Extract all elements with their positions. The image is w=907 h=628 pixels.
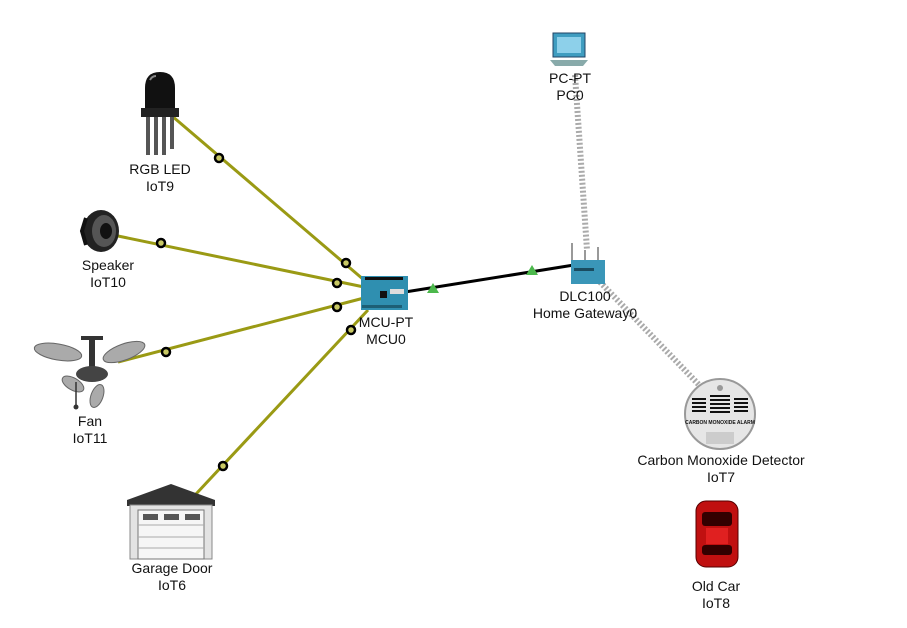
device-name: PC0 — [556, 87, 584, 103]
device-name: IoT10 — [90, 274, 126, 290]
device-name: Home Gateway0 — [532, 305, 638, 321]
device-name: MCU0 — [366, 331, 406, 347]
wireless-link-gateway-co-detector[interactable] — [597, 279, 705, 391]
port-endpoint — [213, 152, 225, 164]
iot-link-led-mcu[interactable] — [171, 114, 365, 282]
port-endpoint — [217, 460, 229, 472]
fan-icon[interactable] — [33, 336, 147, 410]
device-name: IoT8 — [701, 595, 731, 611]
device-name: IoT6 — [157, 577, 186, 593]
link-up-indicator — [427, 283, 439, 293]
port-endpoint — [331, 277, 343, 289]
home-gateway-icon[interactable] — [571, 243, 605, 284]
mcu-board-icon[interactable] — [361, 276, 408, 310]
device-model: Old Car — [691, 578, 741, 594]
port-endpoint — [331, 301, 343, 313]
port-endpoint — [160, 346, 172, 358]
pc-icon[interactable] — [550, 32, 588, 66]
port-endpoint — [345, 324, 357, 336]
link-up-indicator — [526, 265, 538, 275]
device-name: IoT11 — [72, 430, 108, 446]
device-name: IoT7 — [706, 469, 735, 485]
device-model: Garage Door — [131, 560, 213, 576]
port-endpoint — [155, 237, 167, 249]
device-model: MCU-PT — [358, 314, 414, 330]
iot-link-fan-mcu[interactable] — [117, 296, 365, 364]
device-model: Carbon Monoxide Detector — [637, 452, 805, 468]
device-model: Speaker — [81, 257, 135, 273]
device-model: PC-PT — [549, 70, 591, 86]
device-model: RGB LED — [129, 161, 191, 177]
carbon-monoxide-detector-icon[interactable]: CARBON MONOXIDE ALARM — [684, 378, 756, 450]
device-model: Fan — [77, 413, 103, 429]
wireless-link-pc-gateway[interactable] — [572, 74, 590, 251]
port-endpoint — [340, 257, 352, 269]
device-model: DLC100 — [559, 288, 611, 304]
speaker-icon[interactable] — [79, 210, 119, 252]
co-icon-text: CARBON MONOXIDE ALARM — [685, 420, 755, 426]
rgb-led-icon[interactable] — [141, 72, 179, 155]
device-name: IoT9 — [145, 178, 174, 194]
iot-link-speaker-mcu[interactable] — [117, 234, 365, 289]
old-car-icon[interactable] — [695, 500, 739, 568]
garage-door-icon[interactable] — [127, 484, 215, 560]
